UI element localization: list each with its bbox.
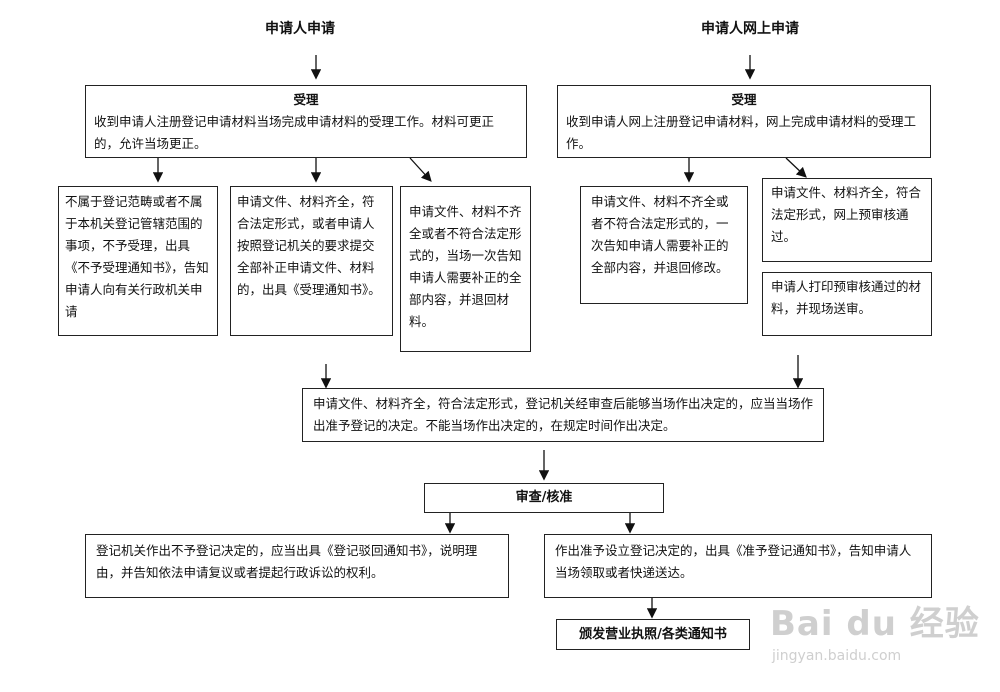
arrow-to-incomplete-left xyxy=(409,157,432,182)
left-start-title: 申请人申请 xyxy=(265,21,335,37)
incomplete-right-box: 申请文件、材料不齐全或者不符合法定形式的，一次告知申请人需要补正的全部内容，并退… xyxy=(580,186,748,304)
issue-text: 颁发营业执照/各类通知书 xyxy=(579,627,727,642)
accept-left-box: 受理 收到申请人注册登记申请材料当场完成申请材料的受理工作。材料可更正的，允许当… xyxy=(85,85,527,158)
accept-right-box: 受理 收到申请人网上注册登记申请材料，网上完成申请材料的受理工作。 xyxy=(557,85,931,158)
print-submit-text: 申请人打印预审核通过的材料，并现场送审。 xyxy=(771,279,922,316)
right-start-title: 申请人网上申请 xyxy=(701,21,799,37)
accept-notice-text: 申请文件、材料齐全，符合法定形式，或者申请人按照登记机关的要求提交全部补正申请文… xyxy=(237,194,381,297)
arrow-to-online-pass xyxy=(785,157,807,178)
accept-left-text: 收到申请人注册登记申请材料当场完成申请材料的受理工作。材料可更正的，允许当场更正… xyxy=(94,114,495,151)
online-pass-text: 申请文件、材料齐全，符合法定形式，网上预审核通过。 xyxy=(771,185,922,244)
review-text: 审查/核准 xyxy=(515,490,573,505)
online-pass-box: 申请文件、材料齐全，符合法定形式，网上预审核通过。 xyxy=(762,178,932,262)
baidu-watermark-url: jingyan.baidu.com xyxy=(772,648,902,664)
decision-box: 申请文件、材料齐全，符合法定形式，登记机关经审查后能够当场作出决定的，应当当场作… xyxy=(302,388,824,442)
reject-box: 登记机关作出不予登记决定的，应当出具《登记驳回通知书》，说明理由，并告知依法申请… xyxy=(85,534,509,598)
incomplete-left-text: 申请文件、材料不齐全或者不符合法定形式的，当场一次告知申请人需要补正的全部内容，… xyxy=(409,204,522,329)
not-accept-text: 不属于登记范畴或者不属于本机关登记管辖范围的事项，不予受理，出具《不予受理通知书… xyxy=(65,194,209,319)
baidu-watermark-logo: Bai du 经验 xyxy=(770,604,980,644)
accept-left-title: 受理 xyxy=(293,92,319,107)
incomplete-right-text: 申请文件、材料不齐全或者不符合法定形式的，一次告知申请人需要补正的全部内容，并退… xyxy=(591,194,729,275)
issue-box: 颁发营业执照/各类通知书 xyxy=(556,619,750,650)
accept-notice-box: 申请文件、材料齐全，符合法定形式，或者申请人按照登记机关的要求提交全部补正申请文… xyxy=(230,186,393,336)
accept-right-title: 受理 xyxy=(731,92,757,107)
incomplete-left-box: 申请文件、材料不齐全或者不符合法定形式的，当场一次告知申请人需要补正的全部内容，… xyxy=(400,186,531,352)
accept-right-text: 收到申请人网上注册登记申请材料，网上完成申请材料的受理工作。 xyxy=(566,114,917,151)
print-submit-box: 申请人打印预审核通过的材料，并现场送审。 xyxy=(762,272,932,336)
decision-text: 申请文件、材料齐全，符合法定形式，登记机关经审查后能够当场作出决定的，应当当场作… xyxy=(313,396,814,433)
not-accept-box: 不属于登记范畴或者不属于本机关登记管辖范围的事项，不予受理，出具《不予受理通知书… xyxy=(58,186,218,336)
approve-text: 作出准予设立登记决定的，出具《准予登记通知书》，告知申请人当场领取或者快递送达。 xyxy=(555,543,912,580)
approve-box: 作出准予设立登记决定的，出具《准予登记通知书》，告知申请人当场领取或者快递送达。 xyxy=(544,534,932,598)
reject-text: 登记机关作出不予登记决定的，应当出具《登记驳回通知书》，说明理由，并告知依法申请… xyxy=(96,543,478,580)
review-box: 审查/核准 xyxy=(424,483,664,513)
